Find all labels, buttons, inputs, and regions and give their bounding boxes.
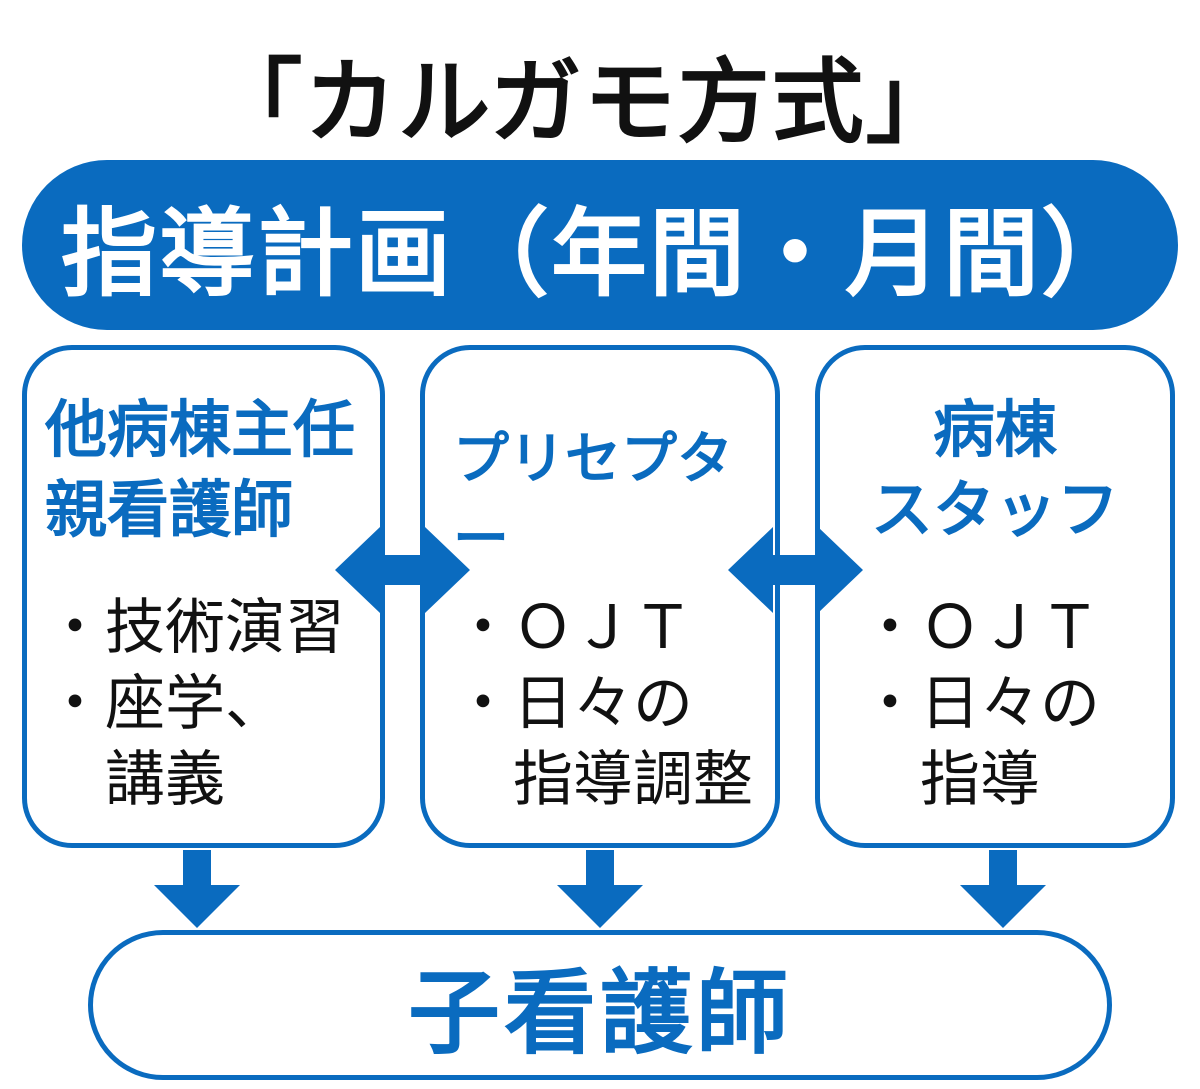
box-items: ・ＯＪＴ ・日々の 指導 xyxy=(860,590,1100,818)
list-item: 指導調整 xyxy=(453,745,753,815)
plan-banner: 指導計画（年間・月間） xyxy=(22,160,1178,330)
box-ward-staff: 病棟 スタッフ ・ＯＪＴ ・日々の 指導 xyxy=(815,345,1175,848)
box-heading: 病棟 スタッフ xyxy=(820,390,1170,550)
down-arrow-icon xyxy=(557,850,643,928)
heading-line: 親看護師 xyxy=(45,473,294,546)
list-item: ・座学、 xyxy=(45,669,285,739)
down-arrow-icon xyxy=(154,850,240,928)
box-preceptor: プリセプター ・ＯＪＴ ・日々の 指導調整 xyxy=(420,345,780,848)
heading-line: プリセプター xyxy=(453,427,733,572)
box-items: ・技術演習 ・座学、 講義 xyxy=(45,590,345,818)
box-items: ・ＯＪＴ ・日々の 指導調整 xyxy=(453,590,753,818)
heading-line: 他病棟主任 xyxy=(45,393,356,466)
box-heading: 他病棟主任 親看護師 xyxy=(45,390,355,550)
heading-line: 病棟 xyxy=(932,393,1057,466)
list-item: 指導 xyxy=(860,745,1040,815)
child-nurse-box: 子看護師 xyxy=(88,930,1112,1080)
diagram-title: 「カルガモ方式」 xyxy=(210,49,960,156)
down-arrow-icon xyxy=(960,850,1046,928)
list-item: ・日々の xyxy=(453,669,693,739)
list-item: 講義 xyxy=(45,745,225,815)
list-item: ・技術演習 xyxy=(45,593,345,663)
list-item: ・ＯＪＴ xyxy=(453,593,693,663)
box-other-ward-nurse: 他病棟主任 親看護師 ・技術演習 ・座学、 講義 xyxy=(22,345,385,848)
box-heading: プリセプター xyxy=(453,420,775,580)
double-arrow-icon xyxy=(335,527,470,613)
list-item: ・日々の xyxy=(860,669,1100,739)
heading-line: スタッフ xyxy=(870,473,1119,546)
double-arrow-icon xyxy=(728,527,863,613)
list-item: ・ＯＪＴ xyxy=(860,593,1100,663)
